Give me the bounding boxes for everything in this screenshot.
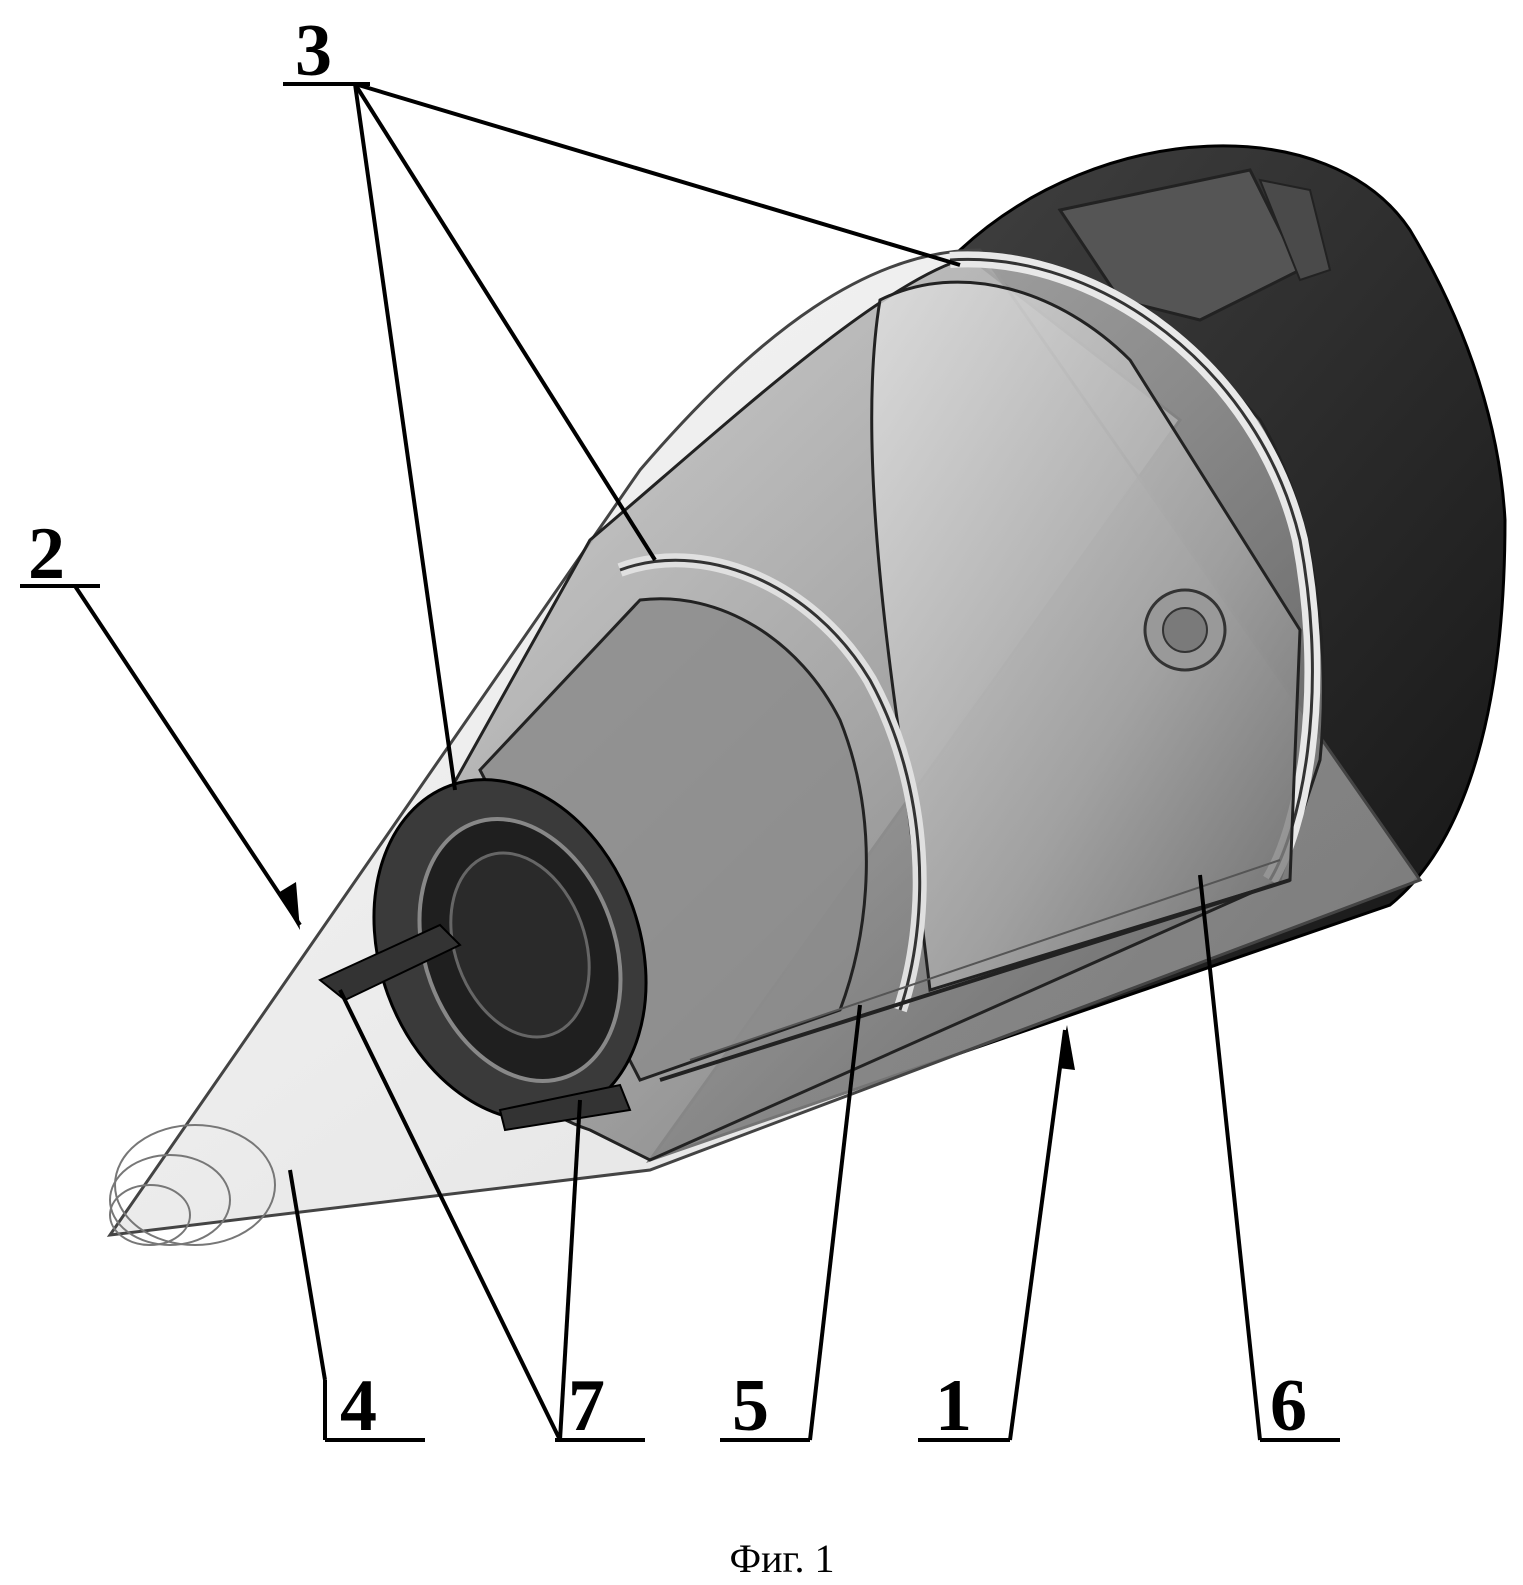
- capsule-drawing: [106, 144, 1507, 1246]
- callout-1: 1: [935, 1365, 972, 1447]
- callout-5: 5: [732, 1365, 769, 1447]
- callouts: 3 2 4 7 5 1 6: [28, 10, 1307, 1447]
- lower-rail: [659, 878, 1291, 1082]
- leader-lines: [20, 82, 1340, 1442]
- strut: [498, 1083, 632, 1132]
- callout-6: 6: [1270, 1365, 1307, 1447]
- shell-panel: [1057, 168, 1303, 322]
- frustum-section: [478, 597, 868, 1082]
- callout-2: 2: [28, 513, 65, 595]
- figure-caption: Фиг. 1: [730, 1536, 835, 1581]
- fairing-tip: [109, 1124, 276, 1246]
- callout-4: 4: [340, 1365, 377, 1447]
- shell-panel: [1258, 178, 1332, 282]
- strut: [318, 923, 462, 1002]
- callout-3: 3: [295, 10, 332, 92]
- callout-7: 7: [568, 1365, 605, 1447]
- front-hatch: [449, 851, 591, 1039]
